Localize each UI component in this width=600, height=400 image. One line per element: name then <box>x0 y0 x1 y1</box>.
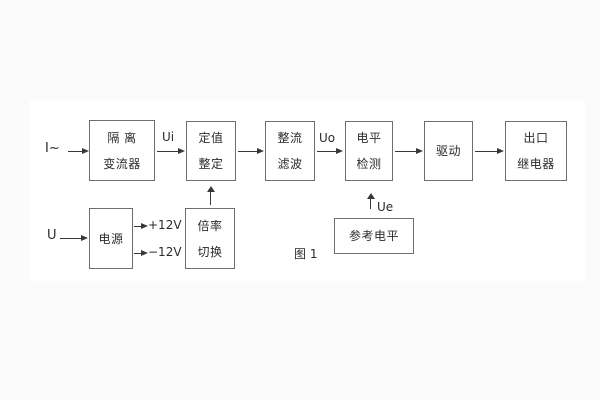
arrow-shaft <box>317 151 337 152</box>
arrow-rectifier-to-level <box>317 147 343 155</box>
arrow-ratio-to-setting <box>206 186 215 205</box>
diagram-area: 隔 离 变流器 定值 整定 整流 滤波 电平 检测 驱动 出口 继电器 电源 倍… <box>30 100 585 281</box>
arrow-head <box>206 186 215 192</box>
arrow-shaft <box>68 151 83 152</box>
arrow-voltage-to-power <box>60 234 88 242</box>
arrow-drive-to-relay <box>475 147 504 155</box>
label-voltage-input: U <box>47 228 57 243</box>
arrow-head <box>141 249 148 256</box>
block-setting: 定值 整定 <box>186 121 236 181</box>
arrow-head <box>416 147 423 154</box>
arrow-head <box>178 147 185 154</box>
label-ue: Ue <box>377 200 394 214</box>
arrow-shaft <box>134 226 142 227</box>
arrow-shaft <box>210 191 211 205</box>
block-label: 整流 <box>277 131 303 145</box>
arrow-setting-to-rectifier <box>238 147 264 155</box>
arrow-head <box>81 234 88 241</box>
label-minus12: −12V <box>148 245 182 259</box>
label-plus12: +12V <box>148 218 182 232</box>
block-label: 变流器 <box>103 156 141 171</box>
label-current-input: I~ <box>45 141 60 156</box>
arrow-head <box>497 147 504 154</box>
arrow-head <box>336 147 343 154</box>
arrow-shaft <box>60 238 82 239</box>
arrow-head <box>257 147 264 154</box>
block-label: 电源 <box>98 231 124 246</box>
block-label: 滤波 <box>277 157 303 171</box>
block-isolation-transformer: 隔 离 变流器 <box>89 120 155 181</box>
arrow-shaft <box>134 253 142 254</box>
block-label: 切换 <box>197 244 223 259</box>
arrow-shaft <box>157 151 179 152</box>
block-label: 驱动 <box>435 144 461 158</box>
block-level-detect: 电平 检测 <box>345 121 393 181</box>
arrow-shaft <box>238 151 258 152</box>
arrow-head <box>141 222 148 229</box>
figure-caption: 图 1 <box>294 247 318 261</box>
block-label: 参考电平 <box>348 229 399 243</box>
arrow-shaft <box>395 151 417 152</box>
block-label: 电平 <box>356 131 382 145</box>
block-label: 倍率 <box>197 218 223 233</box>
arrow-level-to-drive <box>395 147 423 155</box>
arrow-current-to-isolation <box>68 147 89 155</box>
block-label: 定值 <box>198 131 224 145</box>
block-reference-level: 参考电平 <box>334 218 414 254</box>
block-label: 隔 离 <box>107 130 137 145</box>
block-label: 整定 <box>198 157 224 171</box>
block-label: 继电器 <box>517 157 555 171</box>
arrow-power-plus12 <box>134 222 148 230</box>
arrow-shaft <box>370 198 371 209</box>
block-label: 出口 <box>523 131 549 145</box>
arrow-head <box>82 147 89 154</box>
block-ratio-switch: 倍率 切换 <box>185 208 235 269</box>
arrow-reference-to-level <box>366 193 375 209</box>
block-power: 电源 <box>89 208 133 269</box>
block-output-relay: 出口 继电器 <box>505 121 567 181</box>
arrow-head <box>366 193 375 199</box>
block-label: 检测 <box>356 157 382 171</box>
arrow-power-minus12 <box>134 249 148 257</box>
arrow-isolation-to-setting <box>157 147 185 155</box>
block-rectifier-filter: 整流 滤波 <box>265 121 315 181</box>
label-uo: Uo <box>319 131 336 145</box>
arrow-shaft <box>475 151 498 152</box>
label-ui: Ui <box>162 130 175 144</box>
block-drive: 驱动 <box>424 121 473 181</box>
